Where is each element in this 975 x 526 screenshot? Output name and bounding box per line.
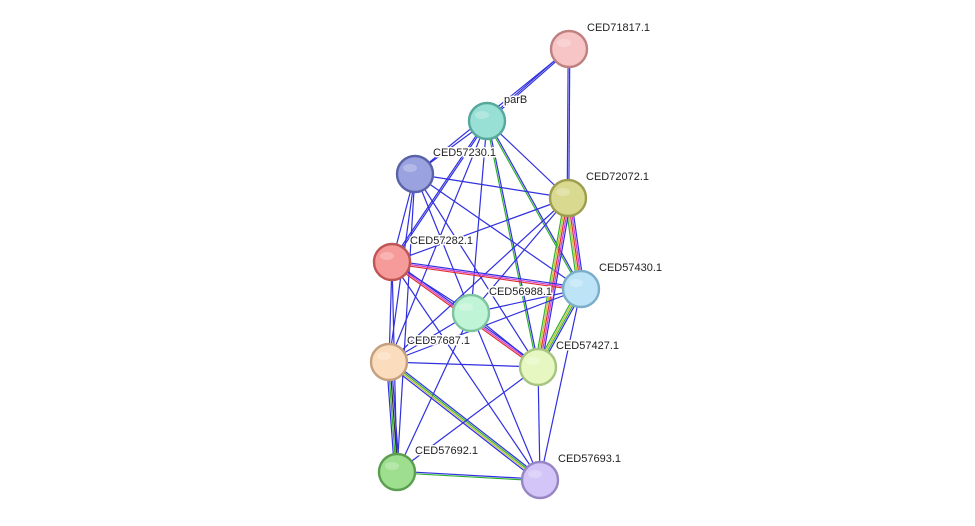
- edge-evidence-line: [566, 48, 569, 198]
- edge-ced71817-1-ced72072-1: [566, 48, 571, 199]
- edge-evidence-line: [534, 197, 566, 367]
- edge-parb-ced57687-1: [388, 120, 488, 363]
- edge-evidence-line: [470, 312, 541, 481]
- node-circle[interactable]: [467, 101, 507, 141]
- node-ced57427-1[interactable]: CED57427.1: [518, 339, 621, 387]
- node-highlight: [526, 357, 540, 365]
- node-highlight: [385, 462, 399, 470]
- node-label: CED57687.1: [407, 335, 470, 347]
- node-highlight: [528, 470, 542, 478]
- edge-ced57687-1-ced57427-1: [388, 361, 539, 368]
- node-ced71817-1[interactable]: CED71817.1: [549, 21, 652, 69]
- edge-evidence-line: [487, 120, 583, 289]
- edge-evidence-line: [388, 197, 569, 363]
- edge-evidence-line: [388, 120, 488, 363]
- edge-evidence-line: [414, 173, 539, 368]
- node-circle[interactable]: [451, 293, 491, 333]
- edge-evidence-line: [470, 120, 488, 314]
- edge-evidence-line: [391, 197, 569, 263]
- edge-evidence-line: [396, 173, 416, 473]
- node-circle[interactable]: [549, 29, 589, 69]
- edge-ced72072-1-ced56988-1: [470, 197, 569, 314]
- node-label: CED71817.1: [587, 22, 650, 34]
- node-layer: CED71817.1 parB CED57230.1CED72072.1CED572…: [369, 21, 664, 500]
- edge-evidence-line: [414, 173, 569, 199]
- edge-ced56988-1-ced57693-1: [470, 312, 541, 481]
- edge-evidence-line: [396, 312, 472, 473]
- node-highlight: [569, 279, 583, 287]
- edge-evidence-line: [540, 198, 572, 368]
- node-label: CED57430.1: [599, 262, 662, 274]
- node-ced57430-1[interactable]: CED57430.1: [561, 261, 664, 309]
- edge-evidence-line: [539, 288, 582, 481]
- edge-evidence-line: [396, 472, 540, 482]
- node-label: CED57427.1: [556, 340, 619, 352]
- edge-evidence-line: [487, 120, 540, 367]
- edge-evidence-line: [396, 366, 539, 473]
- edge-evidence-line: [470, 197, 569, 314]
- edge-evidence-line: [537, 197, 569, 368]
- node-label: parB: [504, 94, 527, 106]
- node-circle[interactable]: [561, 269, 601, 309]
- node-ced56988-1[interactable]: CED56988.1: [451, 285, 554, 333]
- node-highlight: [557, 39, 571, 47]
- node-highlight: [556, 188, 570, 196]
- node-highlight: [380, 252, 394, 260]
- edge-parb-ced57427-1: [485, 120, 540, 368]
- node-circle[interactable]: [548, 178, 588, 218]
- edge-ced57230-1-ced57427-1: [414, 173, 539, 368]
- edge-evidence-line: [485, 121, 581, 290]
- node-ced72072-1[interactable]: CED72072.1: [548, 170, 651, 218]
- node-ced57692-1[interactable]: CED57692.1: [377, 444, 480, 492]
- node-highlight: [475, 111, 489, 119]
- node-parb[interactable]: parB: [467, 93, 529, 141]
- edge-evidence-line: [391, 262, 581, 292]
- edge-evidence-line: [568, 49, 571, 199]
- edge-ced57230-1-ced72072-1: [414, 173, 569, 199]
- edge-evidence-line: [485, 121, 538, 368]
- node-ced57687-1[interactable]: CED57687.1: [369, 334, 472, 382]
- edge-ced72072-1-ced57427-1: [534, 197, 572, 368]
- node-highlight: [377, 352, 391, 360]
- edge-ced57282-1-ced57430-1: [391, 259, 582, 292]
- edge-ced72072-1-ced57687-1: [388, 197, 569, 363]
- edge-parb-ced57430-1: [485, 120, 583, 290]
- node-highlight: [459, 303, 473, 311]
- node-circle[interactable]: [377, 452, 417, 492]
- node-circle[interactable]: [518, 347, 558, 387]
- edge-evidence-line: [397, 470, 541, 480]
- edge-evidence-line: [388, 361, 539, 368]
- node-circle[interactable]: [372, 242, 412, 282]
- node-ced57230-1[interactable]: CED57230.1: [395, 146, 498, 194]
- edge-ced57427-1-ced57692-1: [396, 366, 539, 473]
- node-label: CED57693.1: [558, 453, 621, 465]
- edge-evidence-line: [390, 359, 542, 479]
- edge-ced56988-1-ced57692-1: [396, 312, 472, 473]
- node-highlight: [403, 164, 417, 172]
- edge-parb-ced56988-1: [470, 120, 488, 314]
- edge-evidence-line: [392, 259, 582, 289]
- edge-ced57430-1-ced57693-1: [539, 288, 582, 481]
- node-circle[interactable]: [395, 154, 435, 194]
- edge-ced72072-1-ced57282-1: [391, 197, 569, 263]
- edge-evidence-line: [535, 197, 568, 367]
- edge-ced57282-1-ced57693-1: [391, 261, 541, 481]
- edge-evidence-line: [391, 261, 582, 290]
- node-label: CED57692.1: [415, 445, 478, 457]
- node-label: CED57282.1: [410, 235, 473, 247]
- node-circle[interactable]: [369, 342, 409, 382]
- node-label: CED57230.1: [433, 147, 496, 159]
- node-label: CED72072.1: [586, 171, 649, 183]
- node-label: CED56988.1: [489, 286, 552, 298]
- edge-ced57692-1-ced57693-1: [396, 470, 541, 482]
- node-ced57693-1[interactable]: CED57693.1: [520, 452, 623, 500]
- node-circle[interactable]: [520, 460, 560, 500]
- edge-ced57230-1-ced57692-1: [396, 173, 416, 473]
- edge-evidence-line: [538, 198, 571, 368]
- edge-evidence-line: [389, 360, 541, 480]
- edge-evidence-line: [391, 261, 541, 481]
- node-ced57282-1[interactable]: CED57282.1: [372, 234, 475, 282]
